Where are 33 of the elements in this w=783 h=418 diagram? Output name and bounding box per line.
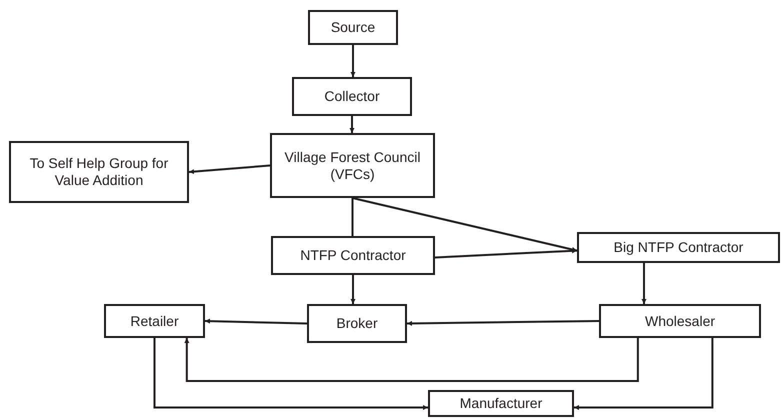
arrow <box>184 338 639 382</box>
arrow <box>204 318 308 324</box>
process-box <box>9 141 189 203</box>
arrow <box>350 275 356 304</box>
process-box <box>577 232 780 263</box>
process-box <box>104 304 205 338</box>
box-label: Big NTFP Contractor <box>614 239 744 256</box>
arrow <box>188 164 270 174</box>
box-label: Source <box>330 19 376 36</box>
process-box <box>599 304 761 338</box>
box-label: Collector <box>324 88 380 105</box>
process-box <box>292 77 412 116</box>
box-label: Village Forest Council (VFCs) <box>284 148 422 182</box>
box-label: Manufacturer <box>460 395 542 412</box>
arrow <box>154 338 428 410</box>
box-label: Retailer <box>130 312 179 330</box>
process-box <box>270 133 435 198</box>
process-box <box>271 236 435 275</box>
process-box <box>308 10 398 45</box>
box-label: To Self Help Group for Value Addition <box>28 155 170 189</box>
arrow <box>574 338 714 410</box>
box-label: NTFP Contractor <box>300 247 406 264</box>
arrow <box>352 197 578 252</box>
arrow <box>434 248 578 258</box>
box-label: Wholesaler <box>644 312 716 330</box>
arrow <box>406 320 600 326</box>
arrow <box>350 45 356 77</box>
arrow <box>350 116 354 133</box>
box-label: Broker <box>336 315 378 332</box>
process-box <box>307 304 407 343</box>
process-box <box>428 390 574 417</box>
connector-line <box>352 198 354 236</box>
arrow <box>642 263 646 304</box>
